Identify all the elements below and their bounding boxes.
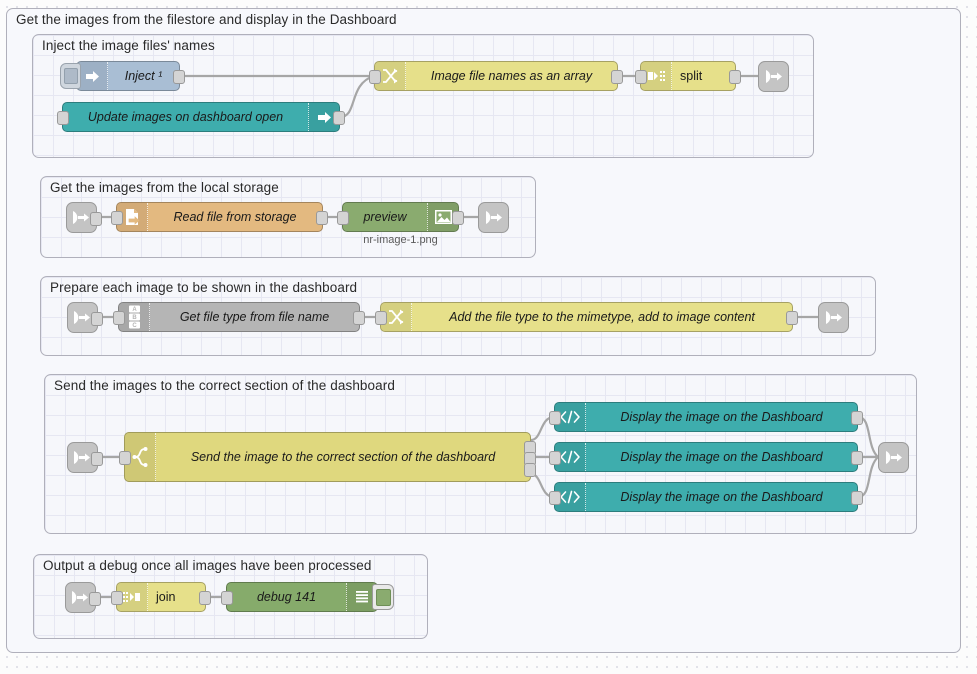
output-port[interactable] <box>851 491 863 505</box>
output-port[interactable] <box>452 211 464 225</box>
output-port[interactable] <box>316 211 328 225</box>
node-add-mimetype[interactable]: Add the file type to the mimetype, add t… <box>375 302 798 332</box>
node-update-images[interactable]: Update images on dashboard open <box>57 102 345 132</box>
input-port[interactable] <box>549 491 561 505</box>
input-port[interactable] <box>57 111 69 125</box>
output-port[interactable] <box>90 211 102 226</box>
node-image-file-names-label: Image file names as an array <box>430 69 593 83</box>
link-in-icon <box>74 451 90 464</box>
node-display-3-label: Display the image on the Dashboard <box>620 490 823 504</box>
node-link-out-4[interactable] <box>878 442 909 473</box>
node-add-mimetype-label: Add the file type to the mimetype, add t… <box>449 310 755 324</box>
inject-trigger-button[interactable] <box>60 63 81 89</box>
node-image-file-names[interactable]: Image file names as an array <box>369 61 623 91</box>
output-port[interactable] <box>353 311 365 325</box>
node-display-2-label: Display the image on the Dashboard <box>620 450 823 464</box>
node-link-out-3[interactable] <box>818 302 849 333</box>
node-preview[interactable]: preview <box>337 202 464 232</box>
node-update-images-label: Update images on dashboard open <box>87 110 284 124</box>
node-link-in-2[interactable] <box>66 202 102 233</box>
node-join[interactable]: join <box>111 582 211 612</box>
debug-lines-icon <box>346 583 377 611</box>
group-send-section-label: Send the images to the correct section o… <box>54 378 395 393</box>
group-outer-label: Get the images from the filestore and di… <box>16 12 397 27</box>
node-get-file-type-label: Get file type from file name <box>179 310 330 324</box>
node-inject[interactable]: Inject ¹ <box>60 61 185 91</box>
output-port[interactable] <box>89 591 101 606</box>
node-link-in-4[interactable] <box>67 442 103 473</box>
svg-text:C: C <box>132 323 137 329</box>
output-port[interactable] <box>786 311 798 325</box>
link-out-icon <box>486 211 502 224</box>
node-switch-section[interactable]: Send the image to the correct section of… <box>119 432 536 482</box>
output-port[interactable] <box>729 70 741 84</box>
node-split-label: split <box>680 69 703 83</box>
input-port[interactable] <box>111 591 123 605</box>
output-port[interactable] <box>333 111 345 125</box>
input-port[interactable] <box>375 311 387 325</box>
output-port-3[interactable] <box>524 463 536 477</box>
group-inject[interactable]: Inject the image files' names <box>32 34 814 158</box>
node-link-in-3[interactable] <box>67 302 103 333</box>
node-read-file[interactable]: Read file from storage <box>111 202 328 232</box>
node-split[interactable]: split <box>635 61 741 91</box>
link-in-icon <box>73 211 89 224</box>
output-port[interactable] <box>91 311 103 326</box>
node-debug[interactable]: debug 141 <box>221 582 394 612</box>
node-preview-label: preview <box>363 210 407 224</box>
debug-enable-button[interactable] <box>372 584 394 610</box>
link-in-icon <box>74 311 90 324</box>
link-out-icon <box>886 451 902 464</box>
group-debug-output-label: Output a debug once all images have been… <box>43 558 372 573</box>
output-port[interactable] <box>611 70 623 84</box>
input-port[interactable] <box>369 70 381 84</box>
node-display-3[interactable]: Display the image on the Dashboard <box>549 482 863 512</box>
node-display-2[interactable]: Display the image on the Dashboard <box>549 442 863 472</box>
output-port[interactable] <box>91 451 103 466</box>
link-in-icon <box>72 591 88 604</box>
output-port[interactable] <box>173 70 185 84</box>
group-local-storage-label: Get the images from the local storage <box>50 180 279 195</box>
output-port[interactable] <box>851 411 863 425</box>
group-prepare-label: Prepare each image to be shown in the da… <box>50 280 358 295</box>
node-link-out-1[interactable] <box>758 61 789 92</box>
node-switch-section-label: Send the image to the correct section of… <box>190 450 496 464</box>
output-port[interactable] <box>199 591 211 605</box>
input-port[interactable] <box>549 451 561 465</box>
node-display-1[interactable]: Display the image on the Dashboard <box>549 402 863 432</box>
node-read-file-label: Read file from storage <box>173 210 297 224</box>
node-display-1-label: Display the image on the Dashboard <box>620 410 823 424</box>
arrow-right-icon <box>77 62 108 90</box>
input-port[interactable] <box>119 451 131 465</box>
node-link-in-5[interactable] <box>65 582 101 613</box>
group-inject-label: Inject the image files' names <box>42 38 215 53</box>
link-out-icon <box>766 70 782 83</box>
link-out-icon <box>826 311 842 324</box>
node-preview-sublabel: nr-image-1.png <box>363 234 438 246</box>
node-join-label: join <box>156 590 176 604</box>
input-port[interactable] <box>337 211 349 225</box>
node-link-out-2[interactable] <box>478 202 509 233</box>
node-debug-label: debug 141 <box>256 590 317 604</box>
input-port[interactable] <box>221 591 233 605</box>
input-port[interactable] <box>635 70 647 84</box>
input-port[interactable] <box>111 211 123 225</box>
input-port[interactable] <box>549 411 561 425</box>
output-port[interactable] <box>851 451 863 465</box>
svg-text:A: A <box>132 307 137 313</box>
svg-text:B: B <box>132 315 137 321</box>
node-inject-label: Inject ¹ <box>124 69 163 83</box>
input-port[interactable] <box>113 311 125 325</box>
